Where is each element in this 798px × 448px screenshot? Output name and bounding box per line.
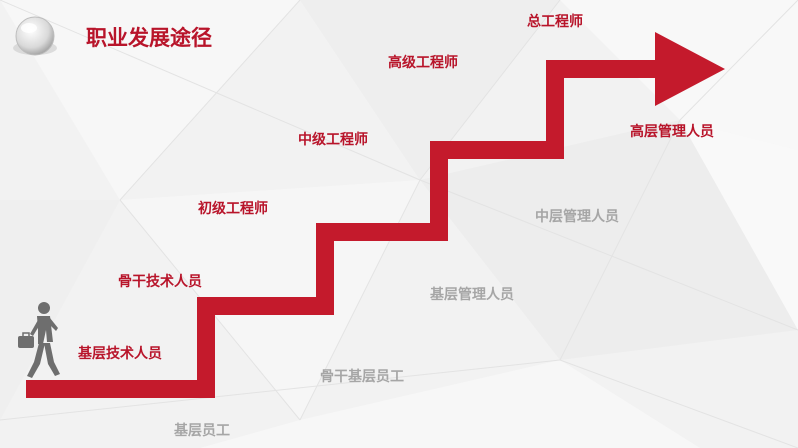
tech-level-2: 骨干技术人员 (118, 274, 202, 290)
walking-businessman-icon (18, 302, 60, 378)
mgmt-level-4: 中层管理人员 (535, 209, 619, 225)
sphere-logo-icon (13, 16, 57, 56)
tech-level-3: 初级工程师 (198, 201, 268, 217)
mgmt-level-1: 基层员工 (174, 423, 230, 439)
mgmt-level-2: 骨干基层员工 (320, 369, 404, 385)
tech-level-4: 中级工程师 (298, 132, 368, 148)
tech-level-5: 高级工程师 (388, 55, 458, 71)
tech-level-1: 基层技术人员 (78, 346, 162, 362)
tech-level-6: 总工程师 (527, 14, 583, 30)
mgmt-level-3: 基层管理人员 (430, 287, 514, 303)
mgmt-level-5: 高层管理人员 (630, 124, 714, 140)
page-title: 职业发展途径 (86, 26, 212, 50)
